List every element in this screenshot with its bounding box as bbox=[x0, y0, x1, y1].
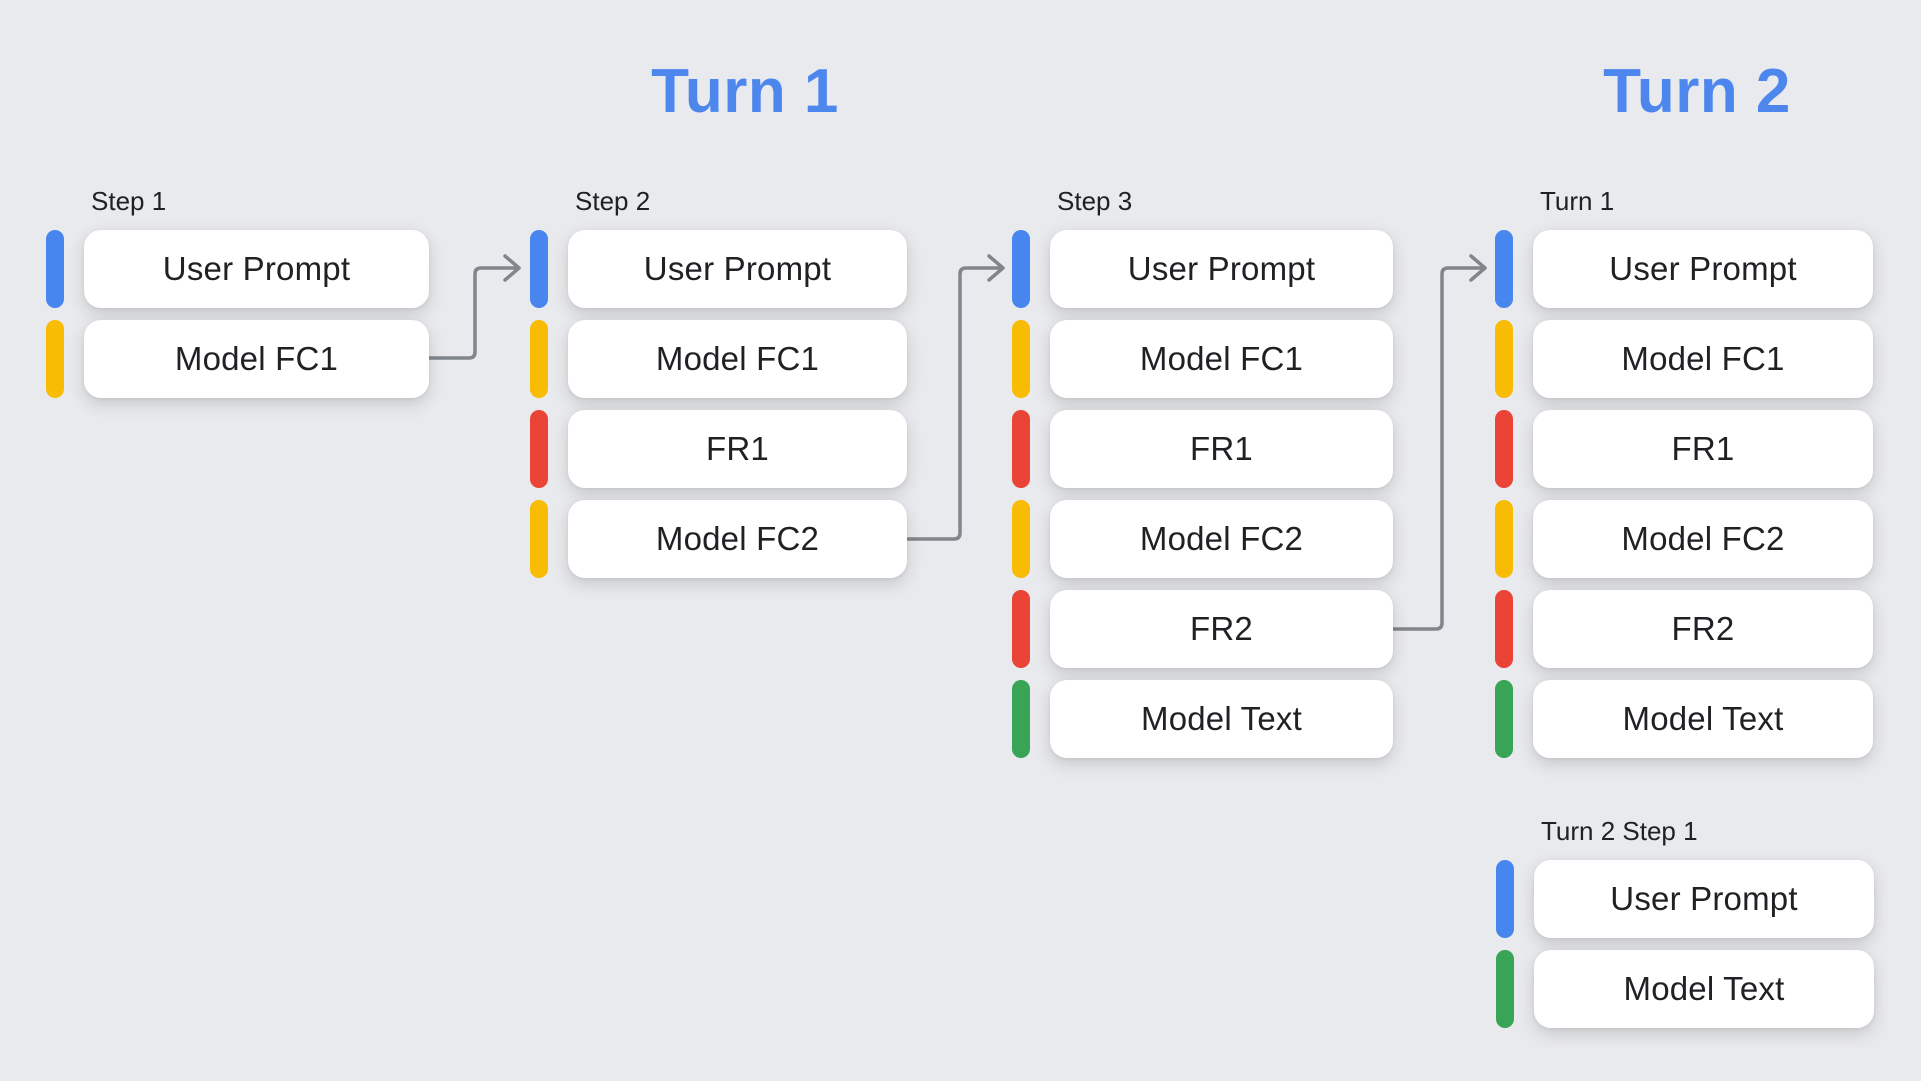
group-step-1-cards: User Prompt Model FC1 bbox=[46, 230, 429, 398]
model-text-indicator-bar bbox=[1012, 680, 1030, 758]
card-model-fc2: Model FC2 bbox=[1012, 500, 1393, 578]
group-turn-1-history-cards: User Prompt Model FC1 FR1 Model FC2 FR2 … bbox=[1495, 230, 1873, 758]
group-step-1: Step 1 User Prompt Model FC1 bbox=[46, 186, 429, 398]
group-turn-1-history-label: Turn 1 bbox=[1540, 186, 1615, 216]
group-turn-2-step-1-cards: User Prompt Model Text bbox=[1496, 860, 1874, 1028]
model-fc1-indicator-bar bbox=[46, 320, 64, 398]
card-label: FR2 bbox=[1533, 590, 1873, 668]
card-label: FR2 bbox=[1050, 590, 1393, 668]
connector-step1-to-step2 bbox=[428, 254, 521, 360]
group-step-2-label: Step 2 bbox=[575, 186, 651, 216]
card-model-fc1: Model FC1 bbox=[530, 320, 907, 398]
connector-step3-to-turn1 bbox=[1390, 254, 1487, 631]
group-turn-2-step-1: Turn 2 Step 1 User Prompt Model Text bbox=[1496, 816, 1874, 1028]
card-fr1: FR1 bbox=[1495, 410, 1873, 488]
group-step-3: Step 3 User Prompt Model FC1 FR1 Model F… bbox=[1012, 186, 1393, 758]
card-label: Model FC2 bbox=[568, 500, 907, 578]
user-prompt-indicator-bar bbox=[1496, 860, 1514, 938]
card-label: FR1 bbox=[1050, 410, 1393, 488]
model-fc2-indicator-bar bbox=[1012, 500, 1030, 578]
card-label: User Prompt bbox=[84, 230, 429, 308]
user-prompt-indicator-bar bbox=[1012, 230, 1030, 308]
card-label: Model Text bbox=[1534, 950, 1874, 1028]
card-user-prompt: User Prompt bbox=[1496, 860, 1874, 938]
connector-step2-to-step3 bbox=[904, 254, 1005, 541]
user-prompt-indicator-bar bbox=[1495, 230, 1513, 308]
card-label: User Prompt bbox=[568, 230, 907, 308]
card-label: Model Text bbox=[1533, 680, 1873, 758]
card-user-prompt: User Prompt bbox=[530, 230, 907, 308]
turn-2-heading: Turn 2 bbox=[1603, 57, 1791, 126]
card-user-prompt: User Prompt bbox=[1012, 230, 1393, 308]
card-model-fc1: Model FC1 bbox=[1012, 320, 1393, 398]
card-model-fc1: Model FC1 bbox=[1495, 320, 1873, 398]
card-model-text: Model Text bbox=[1012, 680, 1393, 758]
model-fc2-indicator-bar bbox=[530, 500, 548, 578]
group-turn-2-step-1-label: Turn 2 Step 1 bbox=[1541, 816, 1698, 846]
user-prompt-indicator-bar bbox=[46, 230, 64, 308]
group-step-2-cards: User Prompt Model FC1 FR1 Model FC2 bbox=[530, 230, 907, 578]
model-text-indicator-bar bbox=[1496, 950, 1514, 1028]
card-fr2: FR2 bbox=[1495, 590, 1873, 668]
fr1-indicator-bar bbox=[530, 410, 548, 488]
card-fr2: FR2 bbox=[1012, 590, 1393, 668]
model-fc1-indicator-bar bbox=[1495, 320, 1513, 398]
group-turn-1-history: Turn 1 User Prompt Model FC1 FR1 Model F… bbox=[1495, 186, 1873, 758]
card-model-fc2: Model FC2 bbox=[1495, 500, 1873, 578]
card-label: User Prompt bbox=[1050, 230, 1393, 308]
card-label: Model FC1 bbox=[1050, 320, 1393, 398]
model-fc1-indicator-bar bbox=[1012, 320, 1030, 398]
user-prompt-indicator-bar bbox=[530, 230, 548, 308]
card-label: User Prompt bbox=[1534, 860, 1874, 938]
card-model-fc2: Model FC2 bbox=[530, 500, 907, 578]
card-fr1: FR1 bbox=[1012, 410, 1393, 488]
card-label: FR1 bbox=[568, 410, 907, 488]
fr2-indicator-bar bbox=[1012, 590, 1030, 668]
card-user-prompt: User Prompt bbox=[1495, 230, 1873, 308]
fr1-indicator-bar bbox=[1495, 410, 1513, 488]
card-model-text: Model Text bbox=[1496, 950, 1874, 1028]
model-fc2-indicator-bar bbox=[1495, 500, 1513, 578]
card-label: Model FC2 bbox=[1050, 500, 1393, 578]
group-step-3-cards: User Prompt Model FC1 FR1 Model FC2 FR2 … bbox=[1012, 230, 1393, 758]
card-label: FR1 bbox=[1533, 410, 1873, 488]
card-model-text: Model Text bbox=[1495, 680, 1873, 758]
card-label: User Prompt bbox=[1533, 230, 1873, 308]
card-user-prompt: User Prompt bbox=[46, 230, 429, 308]
card-fr1: FR1 bbox=[530, 410, 907, 488]
group-step-1-label: Step 1 bbox=[91, 186, 167, 216]
group-step-2: Step 2 User Prompt Model FC1 FR1 Model F… bbox=[530, 186, 907, 578]
group-step-3-label: Step 3 bbox=[1057, 186, 1133, 216]
card-label: Model FC1 bbox=[1533, 320, 1873, 398]
fr1-indicator-bar bbox=[1012, 410, 1030, 488]
fr2-indicator-bar bbox=[1495, 590, 1513, 668]
card-label: Model FC2 bbox=[1533, 500, 1873, 578]
model-text-indicator-bar bbox=[1495, 680, 1513, 758]
card-label: Model FC1 bbox=[568, 320, 907, 398]
turn-1-heading: Turn 1 bbox=[651, 57, 839, 126]
card-label: Model FC1 bbox=[84, 320, 429, 398]
card-model-fc1: Model FC1 bbox=[46, 320, 429, 398]
model-fc1-indicator-bar bbox=[530, 320, 548, 398]
card-label: Model Text bbox=[1050, 680, 1393, 758]
